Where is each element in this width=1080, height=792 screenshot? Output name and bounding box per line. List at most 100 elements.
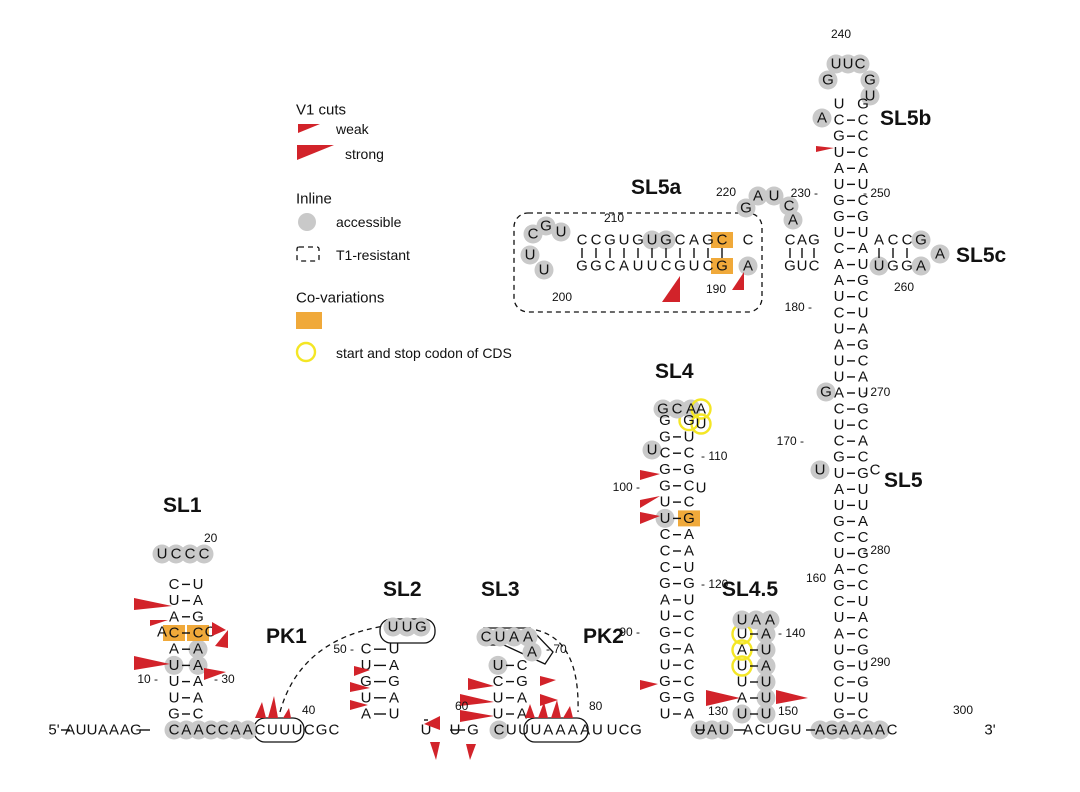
position-number: 90 - bbox=[619, 625, 640, 639]
accessible-nucleotide bbox=[756, 656, 776, 676]
nucleotide: A bbox=[737, 642, 747, 659]
accessible-nucleotide bbox=[164, 655, 184, 675]
nucleotide: C bbox=[703, 258, 714, 275]
nucleotide: G bbox=[683, 575, 695, 592]
nucleotide: U bbox=[157, 546, 168, 563]
nucleotide: C bbox=[185, 546, 196, 563]
nucleotide: U bbox=[279, 722, 290, 739]
nucleotide: U bbox=[874, 258, 885, 275]
nucleotide: A bbox=[851, 722, 861, 739]
position-number: 100 - bbox=[613, 480, 640, 494]
nucleotide: U bbox=[169, 592, 180, 609]
nucleotide: A bbox=[361, 706, 371, 723]
accessible-nucleotide bbox=[489, 720, 509, 740]
accessible-nucleotide bbox=[397, 617, 417, 637]
nucleotide: G bbox=[857, 401, 869, 418]
nucleotide: U bbox=[361, 689, 372, 706]
nucleotide: U bbox=[834, 96, 845, 113]
nucleotide: A bbox=[580, 722, 590, 739]
nucleotide: A bbox=[751, 612, 761, 629]
v1-cut-wedge bbox=[466, 744, 476, 760]
nucleotide: C bbox=[171, 546, 182, 563]
nucleotide: A bbox=[517, 706, 527, 723]
nucleotide: C bbox=[858, 352, 869, 369]
v1-cut-wedge bbox=[134, 656, 170, 670]
nucleotide: A bbox=[109, 722, 119, 739]
nucleotide: U bbox=[493, 657, 504, 674]
nucleotide: A bbox=[193, 641, 203, 658]
label-sl5c: SL5c bbox=[956, 244, 1007, 267]
position-number: 230 - bbox=[791, 186, 818, 200]
position-number: - 250 bbox=[863, 186, 891, 200]
nucleotide: C bbox=[834, 240, 845, 257]
nucleotide: C bbox=[660, 445, 671, 462]
nucleotide: U bbox=[797, 258, 808, 275]
nucleotide: C bbox=[684, 624, 695, 641]
nucleotide: A bbox=[527, 644, 537, 661]
nucleotide: C bbox=[858, 144, 869, 161]
nucleotide: U bbox=[737, 626, 748, 643]
nucleotide: C bbox=[834, 112, 845, 129]
nucleotide: G bbox=[683, 689, 695, 706]
nucleotide: U bbox=[388, 619, 399, 636]
nucleotide: G bbox=[192, 608, 204, 625]
nucleotide: G bbox=[576, 258, 588, 275]
accessible-nucleotide bbox=[656, 230, 676, 250]
nucleotide: A bbox=[193, 673, 203, 690]
nucleotide: G bbox=[659, 461, 671, 478]
accessible-nucleotide bbox=[860, 70, 880, 90]
legend-strong: strong bbox=[345, 146, 384, 162]
v1-cut-wedge bbox=[350, 682, 370, 692]
accessible-nucleotide bbox=[812, 108, 832, 128]
accessible-nucleotide bbox=[810, 460, 830, 480]
nucleotide: G bbox=[316, 722, 328, 739]
covariation-nucleotide bbox=[711, 232, 733, 248]
label-pk2: PK2 bbox=[583, 625, 624, 648]
nucleotide: A bbox=[753, 188, 763, 205]
nucleotide: C bbox=[834, 593, 845, 610]
nucleotide: U bbox=[834, 320, 845, 337]
covariation-nucleotide bbox=[163, 625, 185, 641]
nucleotide: C bbox=[577, 232, 588, 249]
nucleotide: U bbox=[834, 368, 845, 385]
nucleotide: U bbox=[506, 722, 517, 739]
nucleotide: U bbox=[556, 224, 567, 241]
nucleotide: U bbox=[169, 657, 180, 674]
nucleotide: G bbox=[833, 128, 845, 145]
nucleotide: A bbox=[788, 212, 798, 229]
accessible-nucleotide bbox=[818, 70, 838, 90]
nucleotide: A bbox=[863, 722, 873, 739]
nucleotide: C bbox=[858, 192, 869, 209]
nucleotide: A bbox=[916, 258, 926, 275]
nucleotide: A bbox=[509, 629, 519, 646]
accessible-nucleotide bbox=[667, 399, 687, 419]
accessible-circle-icon bbox=[298, 213, 316, 231]
nucleotide: U bbox=[761, 642, 772, 659]
nucleotide: U bbox=[858, 689, 869, 706]
position-number: 20 bbox=[204, 531, 218, 545]
accessible-nucleotide bbox=[732, 704, 752, 724]
legend-covariation-title: Co-variations bbox=[296, 290, 384, 307]
nucleotide: U bbox=[834, 689, 845, 706]
nucleotide: A bbox=[743, 258, 753, 275]
nucleotide: C bbox=[887, 722, 898, 739]
nucleotide: G bbox=[415, 619, 427, 636]
nucleotide: A bbox=[834, 481, 844, 498]
nucleotide: C bbox=[205, 722, 216, 739]
nucleotide: C bbox=[743, 232, 754, 249]
position-number: - 140 bbox=[778, 626, 806, 640]
cds-codon-nucleotide bbox=[690, 398, 712, 420]
nucleotide: U bbox=[684, 559, 695, 576]
accessible-nucleotide bbox=[756, 672, 776, 692]
nucleotide: U bbox=[660, 494, 671, 511]
nucleotide: C bbox=[834, 673, 845, 690]
pk2-arc bbox=[535, 629, 579, 713]
nucleotide: A bbox=[193, 592, 203, 609]
accessible-nucleotide bbox=[653, 399, 673, 419]
nucleotide: U bbox=[607, 722, 618, 739]
nucleotide: A bbox=[834, 272, 844, 289]
nucleotide: C bbox=[684, 494, 695, 511]
position-number: - 70 bbox=[546, 642, 567, 656]
nucleotide: C bbox=[361, 641, 372, 658]
